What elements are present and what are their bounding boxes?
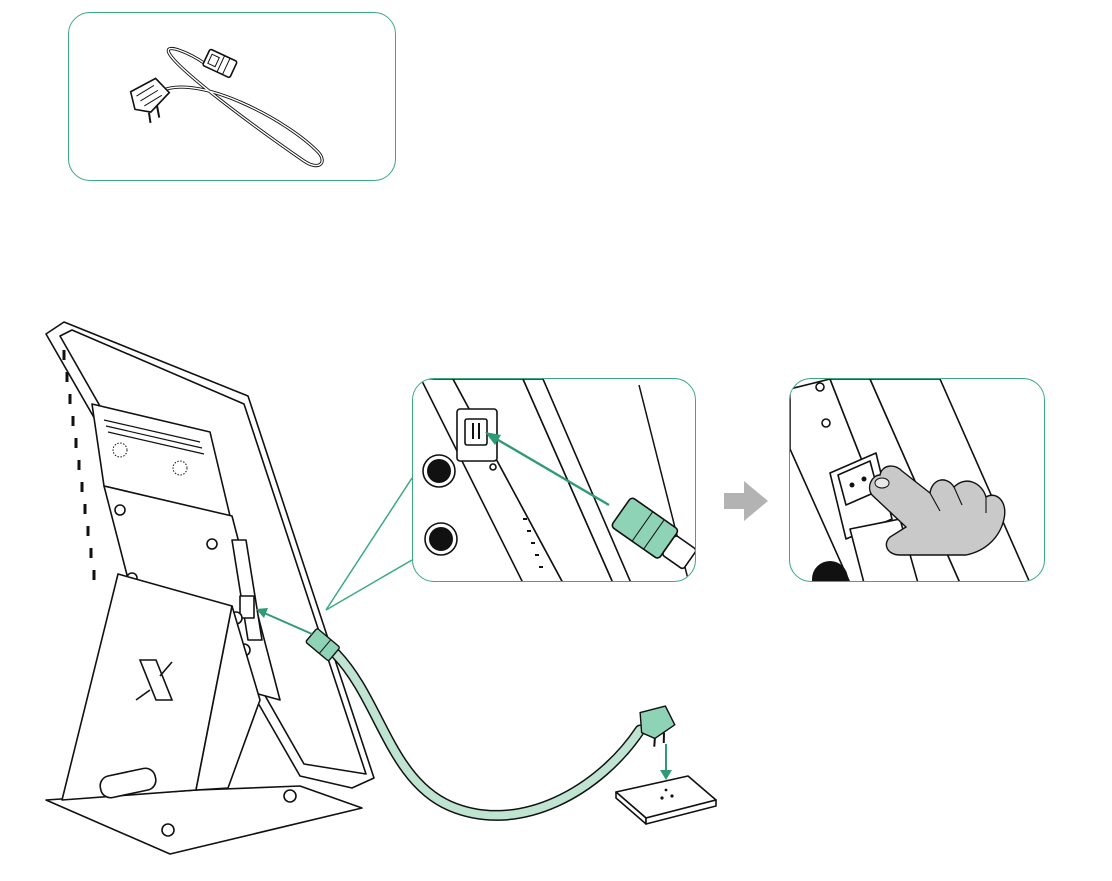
plug-insert-detail [420, 379, 695, 581]
wall-socket [615, 775, 717, 825]
power-cable [256, 608, 676, 821]
power-switch-detail [790, 379, 1030, 581]
socket-detail-panel [412, 378, 696, 582]
hand-pressing-icon [868, 465, 1006, 556]
callout-lines [325, 477, 413, 611]
right-arrow-icon [724, 481, 768, 521]
switch-detail-panel [789, 378, 1045, 582]
power-cord-icon [129, 47, 324, 168]
kiosk-stand [45, 573, 363, 855]
power-cord-panel [68, 12, 396, 181]
